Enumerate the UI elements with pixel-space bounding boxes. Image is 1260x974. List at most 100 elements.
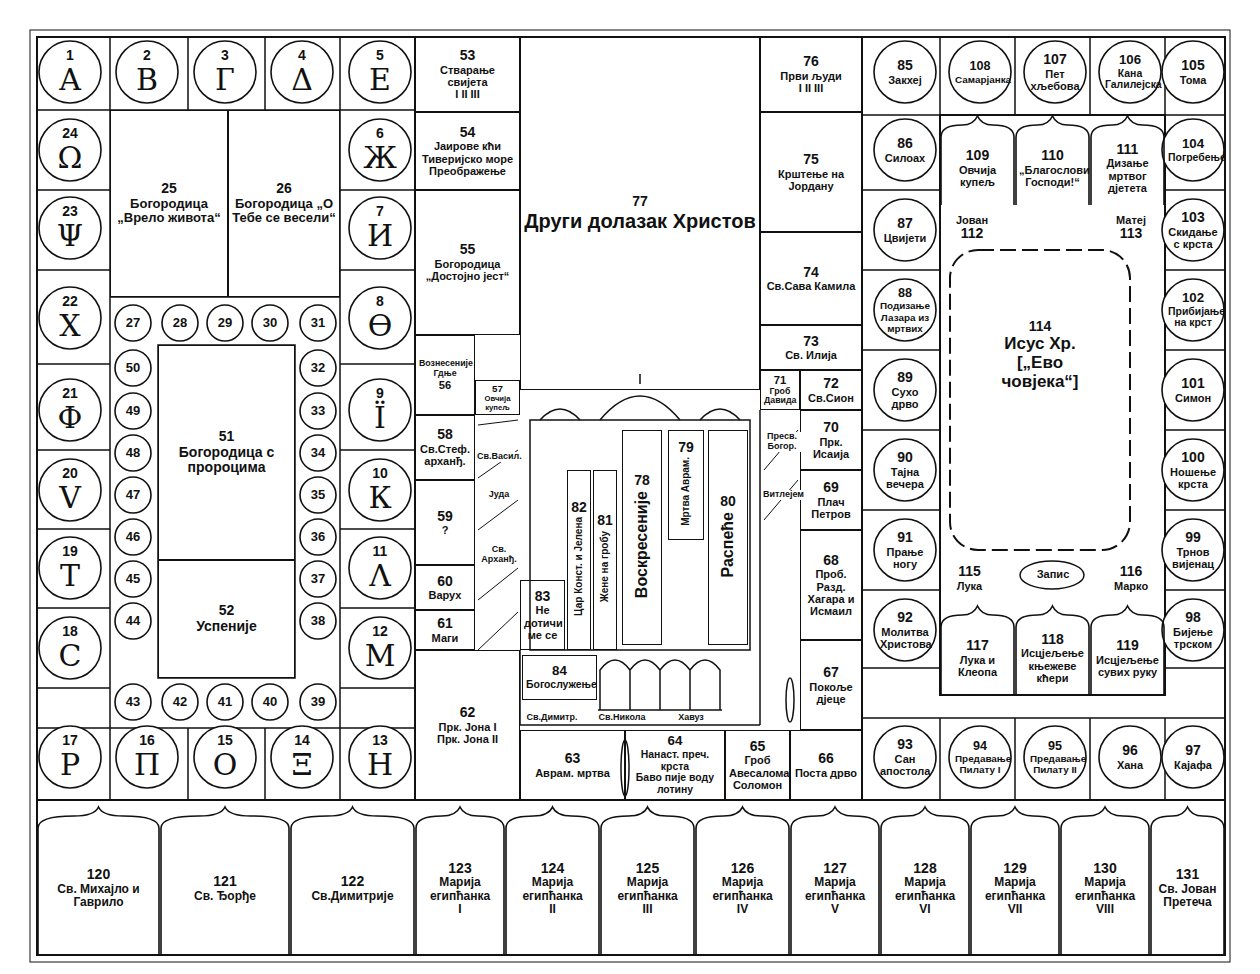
medallion-circle: [115, 305, 151, 341]
cloud-frame: [950, 250, 1130, 550]
text-area: 39: [299, 683, 337, 721]
text-area: 50: [114, 349, 152, 387]
text-stack: 28: [173, 316, 187, 331]
cell-number: 91: [880, 530, 930, 546]
cell-title: П: [134, 749, 160, 781]
medallion-circle: [252, 305, 288, 341]
text-stack: 54Јаирове кћиТиверијско мореПреображење: [422, 125, 513, 178]
medallion: 92Молитва Христова: [873, 598, 937, 662]
arch-panel: 110„Благослови Господи!“: [1015, 115, 1090, 205]
text-stack: 96Хана: [1117, 743, 1143, 771]
text-stack: 51Богородица с пророцима: [162, 429, 291, 476]
text-stack: 79Мртва Аврам.: [678, 440, 694, 530]
text-area: 16П: [115, 725, 179, 789]
cell-number: 12: [365, 624, 396, 640]
arch-panel: 124Марија египћанкаII: [505, 806, 600, 955]
cell-title: Богослужење: [526, 679, 593, 691]
text-area: 55Богородица „Достојно јест“: [416, 191, 519, 334]
medallion: 16П: [115, 725, 179, 789]
text-area: 66Поста дрво: [791, 731, 861, 799]
medallion-circle: [194, 41, 256, 103]
cell-title: IV: [699, 903, 786, 916]
text-area: 130Марија египћанкаVIII: [1060, 806, 1150, 955]
cell-title: Хагара и Исмаил: [804, 593, 858, 618]
medallion: 88Подизање Лазара из мртвих: [873, 278, 937, 342]
cell-title: Преображење: [422, 165, 513, 177]
cell-number: 107: [1030, 52, 1080, 68]
text-area: 15О: [193, 725, 257, 789]
text-area: 30: [251, 304, 289, 342]
cell-title: Скидање с крста: [1168, 226, 1218, 251]
panel-box: 76Први људиI II III: [760, 37, 862, 112]
cell-number: 120: [41, 867, 156, 883]
arch-line: [601, 807, 694, 955]
cell-title: Св.Стеф. арханђ.: [419, 443, 471, 468]
text-stack: 77Други долазак Христов: [524, 194, 755, 232]
cell-title: Марија египћанка: [419, 876, 501, 903]
text-stack: 103Скидање с крста: [1168, 210, 1218, 250]
arch-panel: 128Марија египћанкаVI: [880, 806, 970, 955]
cell-number: 127: [794, 861, 876, 877]
scheme-border: [37, 37, 1225, 955]
arch-line: [291, 807, 414, 955]
arch-panel: 129Марија египћанкаVII: [970, 806, 1060, 955]
text-area: 14Ξ: [270, 725, 334, 789]
text-stack: 4Δ: [291, 48, 313, 95]
cell-title: Силоах: [885, 152, 926, 164]
cell-title: Ω: [58, 142, 83, 174]
text-stack: 75Крштење на Јордану: [764, 152, 858, 192]
cell-title: ?: [437, 524, 453, 536]
cell-title: Гроб Давида: [764, 387, 796, 407]
text-area: 13Н: [348, 725, 412, 789]
cell-number: 29: [218, 316, 232, 331]
cell-title: Цвијети: [884, 232, 927, 244]
text-stack: 116Марко: [1114, 564, 1148, 592]
text-stack: 3Г: [215, 48, 235, 95]
text-stack: 86Силоах: [885, 136, 926, 164]
text-stack: 53Стварање свијетаI II III: [419, 48, 516, 101]
text-stack: 32: [311, 361, 325, 376]
panel-box: Вознесеније Гдње56: [415, 335, 475, 415]
arch-panel: 109Овчија купељ: [940, 115, 1015, 205]
text-stack: 65Гроб АвесаломаСоломон: [729, 739, 786, 792]
cell-number: 31: [311, 316, 325, 331]
medallion: 97Кајафа: [1161, 725, 1225, 789]
medallion: 87Цвијети: [873, 198, 937, 262]
cell-title: Ξ: [291, 749, 312, 781]
text-stack: 63Аврам. мртва: [535, 751, 610, 779]
cell-number: 61: [432, 616, 459, 632]
panel-box: 81Жене на гробу: [593, 470, 617, 650]
panel-box: 25Богородица „Врело живота“: [110, 110, 228, 297]
medallion: 43: [114, 683, 152, 721]
text-area: 64Нанаст. преч. крстаБаво пије воду лоти…: [626, 731, 724, 799]
text-area: 20V: [38, 458, 102, 522]
cell-number: 42: [173, 695, 187, 710]
text-stack: 42: [173, 695, 187, 710]
text-stack: 85Закхеј: [888, 58, 922, 86]
arch-panel: 130Марија египћанкаVIII: [1060, 806, 1150, 955]
medallion: 11Λ: [348, 536, 412, 600]
medallion-circle: [116, 41, 178, 103]
cell-number: 44: [126, 614, 140, 629]
text-area: 103Скидање с крста: [1161, 198, 1225, 262]
cell-number: 18: [59, 624, 82, 640]
arch-panel: 127Марија египћанкаV: [790, 806, 880, 955]
medallion-circle: [39, 119, 101, 181]
medallion: 36: [299, 518, 337, 556]
cell-number: 40: [263, 695, 277, 710]
cell-title: Ф: [58, 402, 83, 434]
text-area: 29: [206, 304, 244, 342]
text-stack: 37: [311, 572, 325, 587]
panel-box: 74Св.Сава Камила: [760, 232, 862, 325]
cell-title: Т: [60, 560, 80, 592]
text-stack: 99Трнов вијенац: [1168, 530, 1218, 570]
text-stack: 55Богородица „Достојно јест“: [419, 242, 516, 282]
text-stack: 47: [126, 488, 140, 503]
arch-panel: 122Св.Димитрије: [290, 806, 415, 955]
cell-title: Ж: [363, 142, 397, 174]
arch-panel: 120Св. Михајло и Гаврило: [37, 806, 160, 955]
cell-title: Бијење трском: [1168, 626, 1218, 651]
cell-number: 84: [526, 664, 593, 679]
cell-number: 80: [719, 494, 737, 510]
cell-number: 94: [955, 739, 1005, 753]
